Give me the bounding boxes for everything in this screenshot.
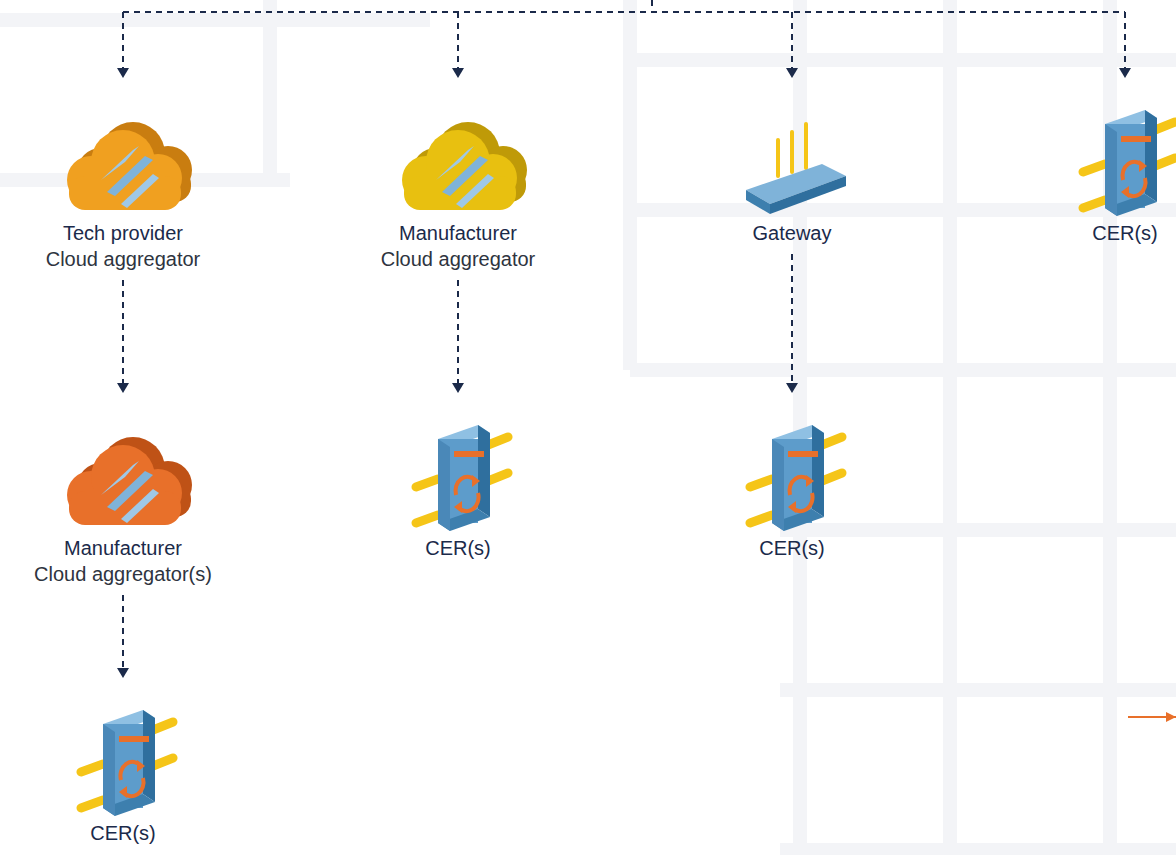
node-title: Gateway [662, 220, 922, 246]
node-title: Manufacturer [328, 220, 588, 246]
icon-node: CER(s) [0, 680, 253, 846]
icon-node: CER(s) [662, 395, 922, 561]
top-distribution-line [123, 0, 1125, 70]
dashed-connector [452, 280, 464, 393]
icon-node: CER(s) [995, 80, 1176, 246]
node-subtitle: Cloud aggregator [328, 246, 588, 272]
dashed-connector [117, 280, 129, 393]
node-subtitle: Cloud aggregator [0, 246, 253, 272]
node-subtitle: Cloud aggregator(s) [0, 561, 253, 587]
node-title: CER(s) [328, 535, 588, 561]
dashed-connector [786, 254, 798, 393]
node-title: Manufacturer [0, 535, 253, 561]
node-title: Tech provider [0, 220, 253, 246]
cloud-icon [0, 80, 253, 220]
arrowheads [117, 68, 1131, 78]
cer-icon [328, 395, 588, 535]
icon-node: ManufacturerCloud aggregator [328, 80, 588, 272]
icon-node: CER(s) [328, 395, 588, 561]
node-title: CER(s) [995, 220, 1176, 246]
icon-node: ManufacturerCloud aggregator(s) [0, 395, 253, 587]
dashed-connector [117, 595, 129, 678]
cer-icon [995, 80, 1176, 220]
node-title: CER(s) [0, 820, 253, 846]
gateway-icon [662, 80, 922, 220]
cer-icon [0, 680, 253, 820]
cer-icon [662, 395, 922, 535]
node-title: CER(s) [662, 535, 922, 561]
icon-node: Gateway [662, 80, 922, 246]
cloud-icon [328, 80, 588, 220]
icon-node: Tech providerCloud aggregator [0, 80, 253, 272]
orange-arrow [1128, 712, 1176, 722]
cloud-icon [0, 395, 253, 535]
